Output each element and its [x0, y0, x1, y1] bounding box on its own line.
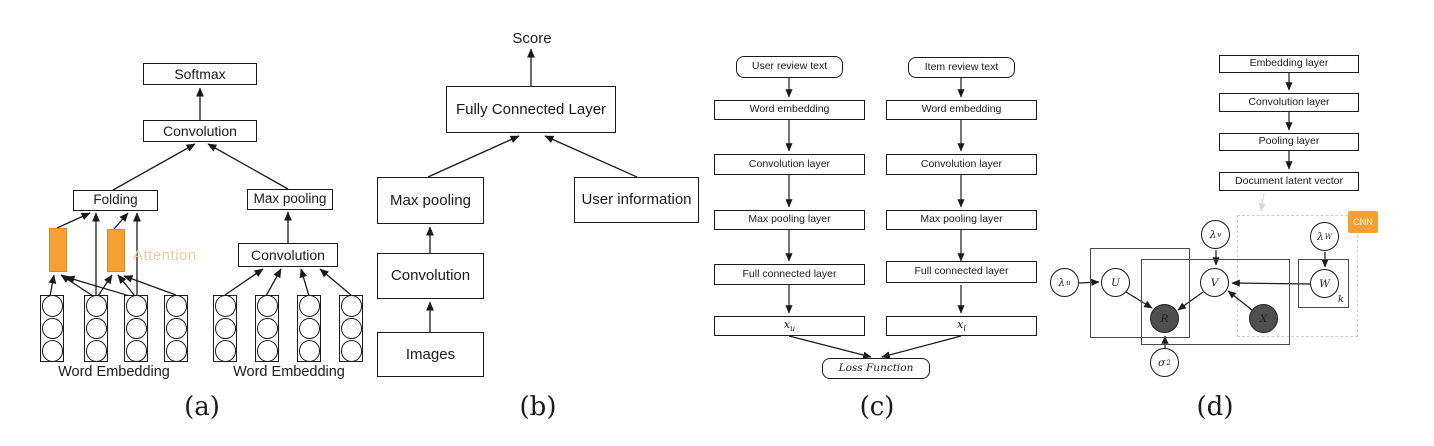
item-review-text-box: Item review text	[908, 57, 1015, 78]
word-embedding-column	[297, 295, 321, 362]
word-embedding-box-right: Word embedding	[886, 100, 1037, 120]
score-label: Score	[512, 30, 552, 47]
caption-c: (c)	[859, 392, 895, 422]
full-connected-layer-box-right: Full connected layer	[886, 261, 1037, 283]
full-connected-layer-box-left: Full connected layer	[714, 264, 865, 285]
word-embedding-column	[339, 295, 363, 362]
caption-a: (a)	[184, 392, 220, 422]
plate-k-label: k	[1338, 294, 1344, 305]
embedding-layer-box: Embedding layer	[1219, 55, 1359, 73]
attention-bar-2	[107, 229, 125, 272]
pooling-layer-box: Pooling layer	[1219, 133, 1359, 151]
attention-bar-1	[49, 228, 67, 272]
word-embedding-column	[213, 295, 237, 362]
document-latent-vector-box: Document latent vector	[1219, 172, 1359, 191]
convolution-layer-box-right: Convolution layer	[886, 154, 1037, 175]
convolution-right-box: Convolution	[238, 243, 338, 267]
user-information-box: User information	[574, 177, 699, 223]
xu-output-box: xu	[714, 316, 865, 336]
attention-label: Attention	[133, 247, 197, 264]
convolution-layer-box-d: Convolution layer	[1219, 93, 1359, 112]
node-weights: W	[1310, 269, 1339, 298]
max-pooling-box-b: Max pooling	[377, 177, 484, 224]
max-pooling-layer-box-right: Max pooling layer	[886, 210, 1037, 230]
convolution-top-box: Convolution	[143, 120, 257, 142]
folding-box: Folding	[73, 190, 158, 211]
images-box: Images	[377, 332, 484, 377]
caption-b: (b)	[519, 392, 557, 422]
word-embedding-column	[255, 295, 279, 362]
cnn-badge: CNN	[1348, 211, 1378, 233]
word-embedding-column	[124, 295, 148, 362]
word-embedding-label-right: Word Embedding	[233, 364, 345, 380]
max-pooling-layer-box-left: Max pooling layer	[714, 210, 865, 230]
convolution-box-b: Convolution	[377, 253, 484, 299]
softmax-box: Softmax	[143, 63, 257, 85]
word-embedding-column	[40, 295, 64, 362]
node-item-factor: V	[1200, 268, 1229, 297]
convolution-layer-box-left: Convolution layer	[714, 154, 865, 175]
cnn-dashed-plate	[1237, 215, 1358, 337]
max-pooling-box-a: Max pooling	[247, 189, 333, 210]
node-user-factor: U	[1101, 268, 1130, 297]
word-embedding-column	[164, 295, 188, 362]
caption-d: (d)	[1196, 392, 1234, 422]
fully-connected-layer-box: Fully Connected Layer	[446, 86, 616, 133]
user-review-text-box: User review text	[736, 56, 843, 78]
word-embedding-label-left: Word Embedding	[58, 364, 170, 380]
node-document: X	[1249, 304, 1278, 333]
node-rating: R	[1150, 304, 1179, 333]
xi-output-box: xi	[886, 316, 1037, 336]
word-embedding-column	[84, 295, 108, 362]
loss-function-box: Loss Function	[822, 358, 930, 379]
word-embedding-box-left: Word embedding	[714, 100, 865, 120]
